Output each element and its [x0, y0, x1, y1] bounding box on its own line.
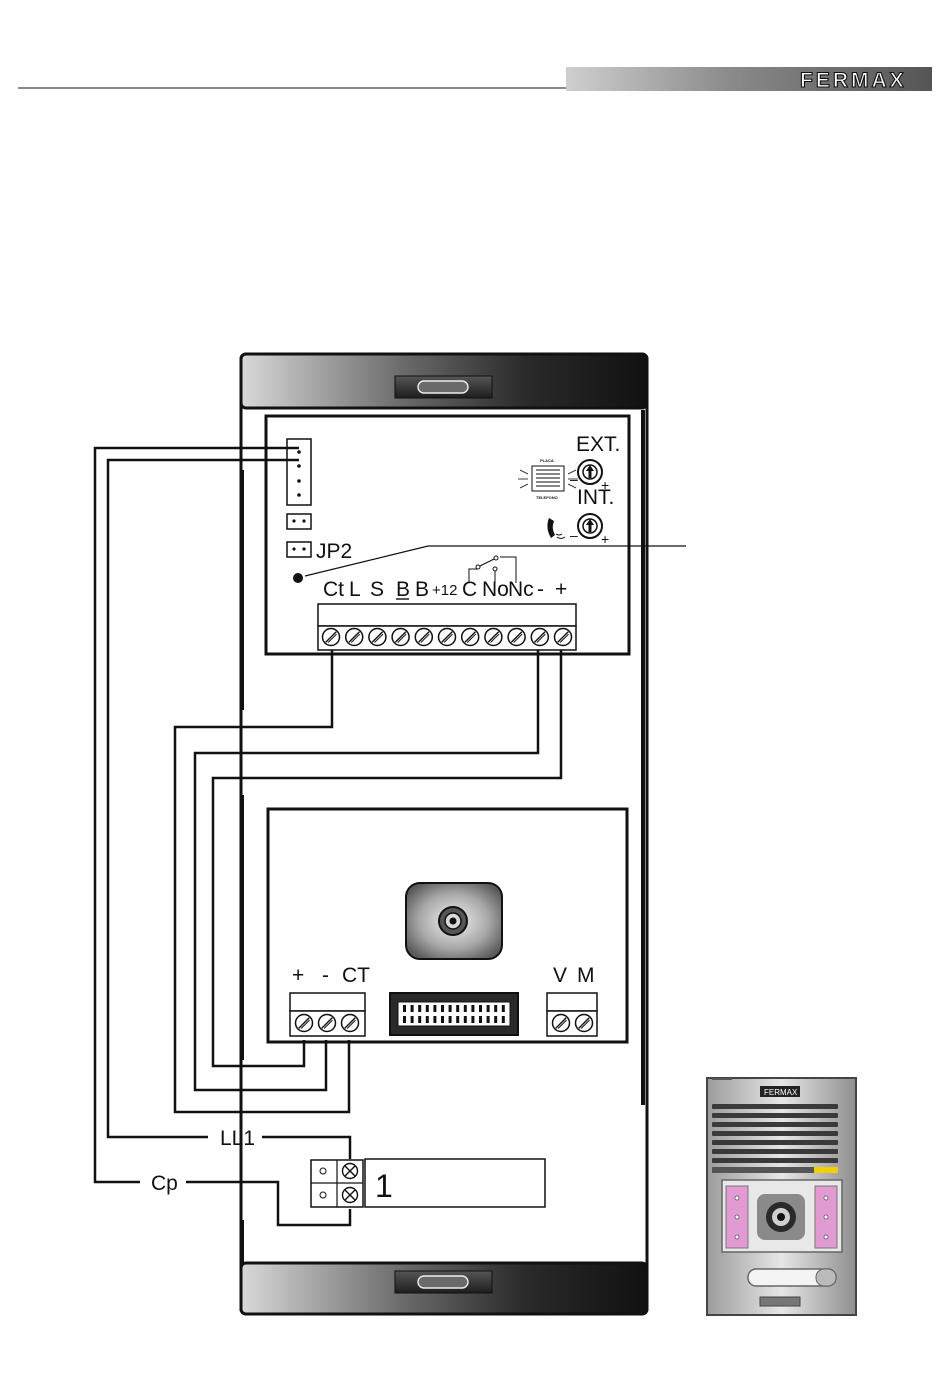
header: FERMAX	[18, 67, 932, 92]
pushbutton-module: 1	[311, 1159, 545, 1207]
terminal-label-s: S	[370, 578, 384, 601]
terminal-label-plus: +	[555, 578, 567, 601]
grille-slot	[712, 1104, 838, 1109]
jumper-1[interactable]	[287, 514, 311, 529]
terminal-label-plus12: +12	[432, 582, 457, 599]
terminal-label-no: No	[482, 578, 509, 601]
preview-brand-text: FERMAX	[764, 1088, 798, 1097]
ext-minus-sign: –	[570, 471, 578, 487]
preview-camera-lens	[757, 1194, 805, 1240]
terminal-label-c: C	[462, 578, 477, 601]
amplifier-screw[interactable]	[439, 629, 456, 646]
ext-volume-knob[interactable]	[578, 460, 602, 484]
preview-panel: FERMAX	[707, 1078, 856, 1315]
pushbutton-screw-bottom[interactable]	[343, 1188, 358, 1203]
camera-power-screw[interactable]	[296, 1015, 313, 1032]
terminal-label-l: L	[349, 578, 361, 601]
terminal-labels: Ct L S B B +12 C No Nc - +	[323, 578, 567, 601]
amplifier-screw[interactable]	[392, 629, 409, 646]
amplifier-module: JP2 PLACA TELEFONO EXT. – +	[266, 416, 686, 654]
jumper-jp2[interactable]	[287, 542, 311, 557]
camera-power-screws[interactable]	[296, 1015, 359, 1032]
camera-label-v: V	[553, 964, 567, 987]
grille-slot	[712, 1122, 838, 1127]
brand-logo: FERMAX	[800, 69, 907, 92]
pushbutton-number: 1	[375, 1168, 393, 1204]
camera-label-plus: +	[292, 964, 304, 987]
camera-label-ct: CT	[342, 964, 370, 987]
amplifier-screw-row[interactable]	[323, 629, 572, 646]
terminal-label-ct: Ct	[323, 578, 344, 601]
int-volume-knob[interactable]	[578, 514, 602, 538]
amplifier-screw[interactable]	[485, 629, 502, 646]
preview-bottom-plate	[760, 1297, 800, 1306]
terminal-label-b-underlined: B	[396, 578, 410, 601]
amplifier-screw[interactable]	[531, 629, 548, 646]
amplifier-screw[interactable]	[369, 629, 386, 646]
amplifier-screw[interactable]	[462, 629, 479, 646]
jumper-jp2-label: JP2	[316, 540, 352, 563]
camera-label-m: M	[577, 964, 595, 987]
ribbon-connector	[390, 993, 518, 1035]
camera-video-screw[interactable]	[553, 1015, 570, 1032]
int-plus-sign: +	[601, 531, 609, 547]
int-minus-sign: –	[570, 527, 578, 543]
grille-slot	[712, 1158, 838, 1163]
speaker-label-bottom: TELEFONO	[536, 495, 558, 500]
camera-lens	[406, 883, 502, 959]
amplifier-screw[interactable]	[555, 629, 572, 646]
grille-slot	[712, 1149, 838, 1154]
camera-video-screw[interactable]	[576, 1015, 593, 1032]
camera-power-screw[interactable]	[319, 1015, 336, 1032]
ext-label: EXT.	[576, 433, 620, 456]
speaker-label-top: PLACA	[540, 458, 554, 463]
int-label: INT.	[577, 486, 614, 509]
grille-slot	[712, 1131, 838, 1136]
amplifier-screw[interactable]	[415, 629, 432, 646]
terminal-label-b: B	[415, 578, 429, 601]
grille-slot	[712, 1113, 838, 1118]
camera-label-minus: -	[322, 964, 329, 987]
amplifier-screw[interactable]	[323, 629, 340, 646]
led-dot	[293, 573, 303, 583]
amplifier-screw[interactable]	[346, 629, 363, 646]
terminal-label-nc: Nc	[508, 578, 534, 601]
wire-label-cp: Cp	[151, 1172, 178, 1195]
pushbutton-screw-top[interactable]	[343, 1164, 358, 1179]
grille-slot	[712, 1140, 838, 1145]
wire-label-ll1: LL1	[220, 1127, 255, 1150]
camera-power-screw[interactable]	[342, 1015, 359, 1032]
terminal-label-minus: -	[537, 578, 544, 601]
amplifier-screw[interactable]	[508, 629, 525, 646]
camera-module: + - CT V M	[268, 809, 627, 1042]
